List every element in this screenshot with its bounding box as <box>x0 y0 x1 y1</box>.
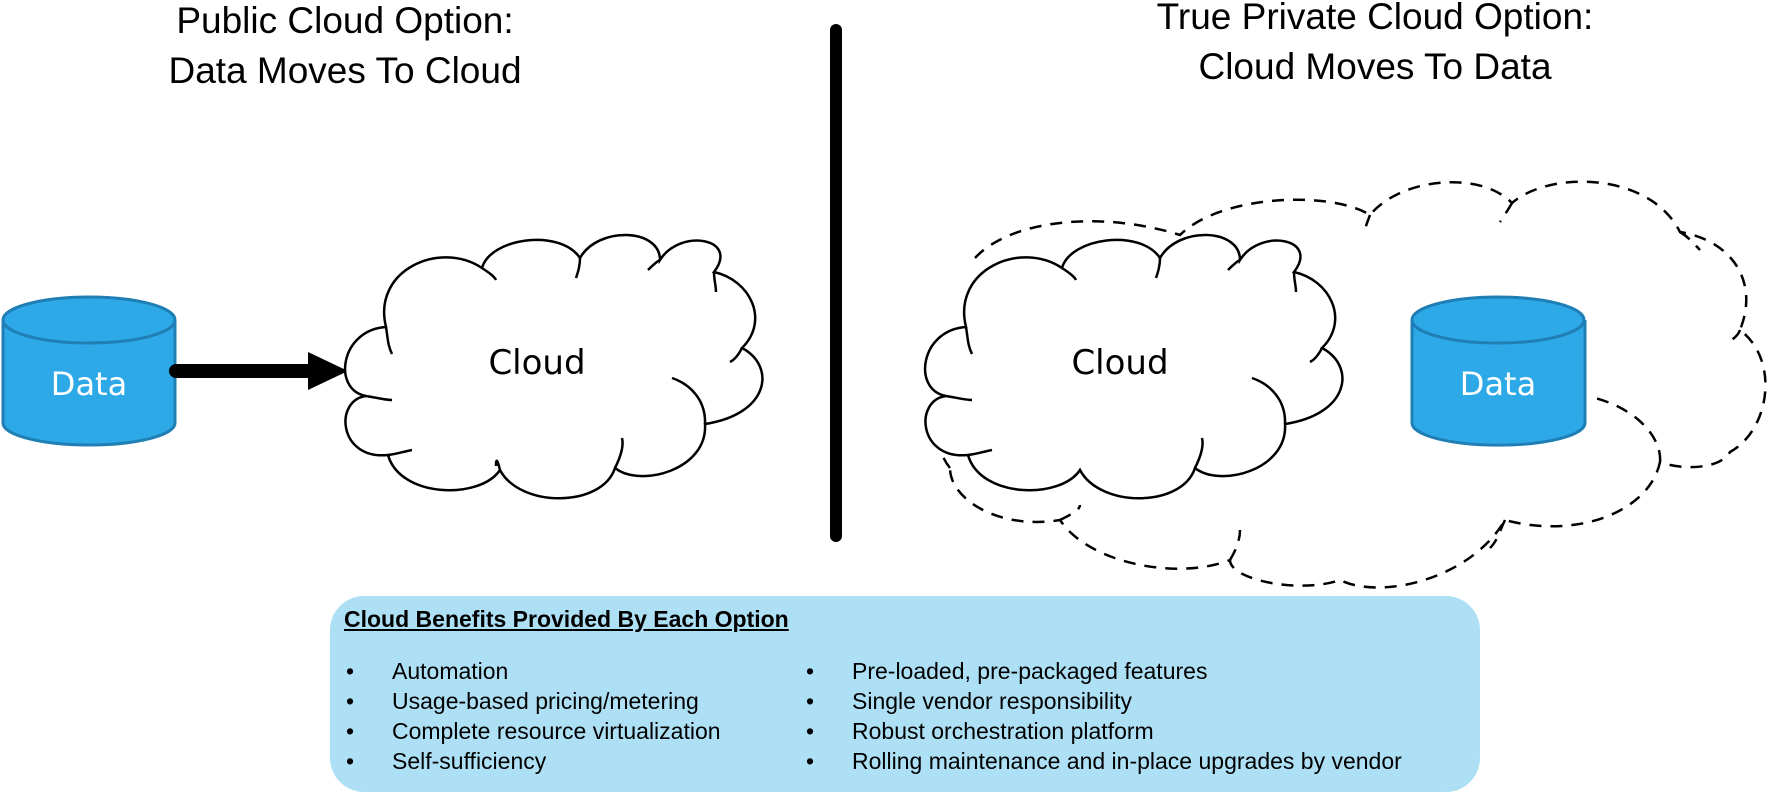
list-item-text: Single vendor responsibility <box>852 688 1132 714</box>
bullet-icon: • <box>346 748 355 774</box>
benefits-panel: Cloud Benefits Provided By Each Option •… <box>330 596 1480 792</box>
bullet-icon: • <box>806 688 815 714</box>
arrow-icon <box>169 352 348 390</box>
list-item-text: Complete resource virtualization <box>392 718 721 744</box>
bullet-icon: • <box>346 658 355 684</box>
cloud-icon-left: Cloud <box>343 233 764 500</box>
benefits-list-right: • Pre-loaded, pre-packaged features • Sing… <box>806 656 1402 776</box>
list-item: • Self-sufficiency <box>346 746 721 776</box>
bullet-icon: • <box>346 718 355 744</box>
list-item: • Automation <box>346 656 721 686</box>
cloud-label-right: Cloud <box>1071 343 1168 383</box>
list-item: • Usage-based pricing/metering <box>346 686 721 716</box>
list-item: • Single vendor responsibility <box>806 686 1402 716</box>
list-item: • Complete resource virtualization <box>346 716 721 746</box>
public-cloud-title-line1: Public Cloud Option: <box>176 0 514 41</box>
public-cloud-title-line2: Data Moves To Cloud <box>168 50 522 91</box>
public-cloud-title: Public Cloud Option: Data Moves To Cloud <box>120 0 570 96</box>
list-item: • Pre-loaded, pre-packaged features <box>806 656 1402 686</box>
bullet-icon: • <box>806 658 815 684</box>
private-cloud-title: True Private Cloud Option: Cloud Moves T… <box>1100 0 1650 92</box>
database-label-right: Data <box>1460 365 1536 403</box>
private-cloud-title-line2: Cloud Moves To Data <box>1198 46 1552 87</box>
cloud-label-left: Cloud <box>488 343 585 383</box>
database-icon-right: Data <box>1410 295 1587 447</box>
bullet-icon: • <box>806 748 815 774</box>
private-cloud-title-line1: True Private Cloud Option: <box>1156 0 1594 37</box>
database-icon-left: Data <box>1 295 177 447</box>
list-item: • Rolling maintenance and in-place upgrad… <box>806 746 1402 776</box>
list-item-text: Pre-loaded, pre-packaged features <box>852 658 1208 684</box>
benefits-list-left: • Automation • Usage-based pricing/meterin… <box>346 656 721 776</box>
bullet-icon: • <box>346 688 355 714</box>
cloud-icon-right: Cloud <box>923 233 1344 500</box>
dashed-cloud-icon <box>936 180 1767 589</box>
list-item-text: Automation <box>392 658 509 684</box>
list-item: • Robust orchestration platform <box>806 716 1402 746</box>
bullet-icon: • <box>806 718 815 744</box>
benefits-heading: Cloud Benefits Provided By Each Option <box>344 606 789 632</box>
list-item-text: Robust orchestration platform <box>852 718 1154 744</box>
list-item-text: Rolling maintenance and in-place upgrade… <box>852 748 1402 774</box>
database-label-left: Data <box>51 365 127 403</box>
list-item-text: Self-sufficiency <box>392 748 547 774</box>
list-item-text: Usage-based pricing/metering <box>392 688 699 714</box>
